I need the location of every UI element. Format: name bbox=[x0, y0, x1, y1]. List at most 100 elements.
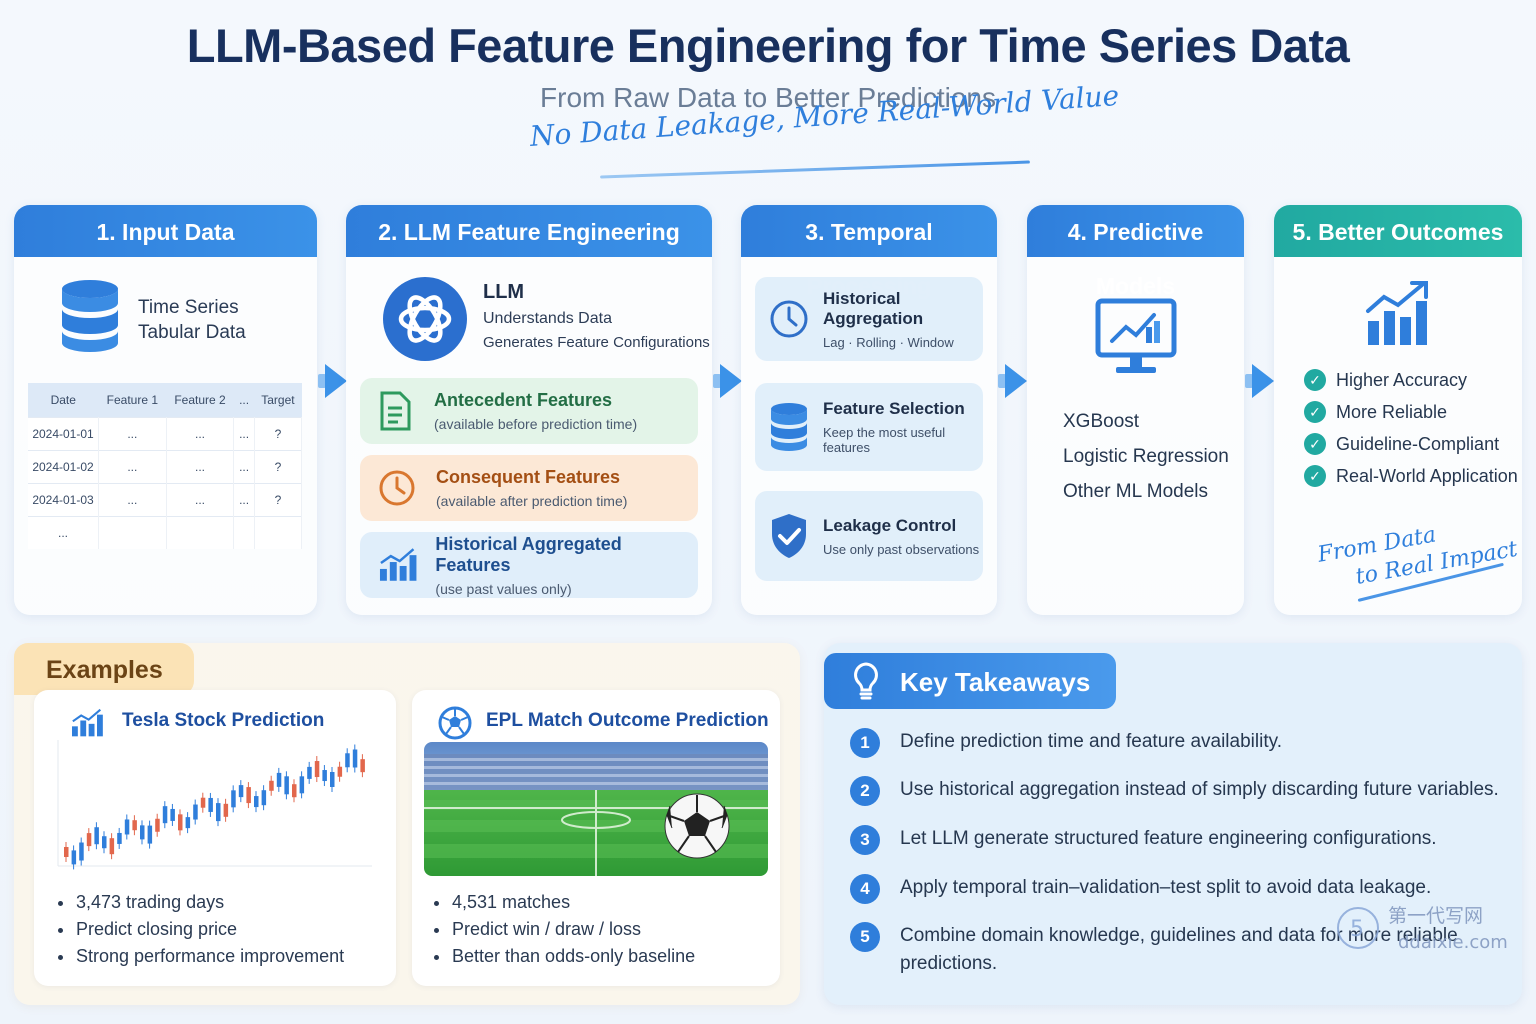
candle-body bbox=[231, 790, 236, 808]
leakage-control-title: Leakage Control bbox=[823, 515, 957, 535]
predictive-models-header: 4. Predictive Models bbox=[1027, 205, 1244, 299]
input-data-column: 1. Input Data Time Series Tabular Data D… bbox=[14, 205, 317, 615]
tesla-bullets: 3,473 trading days Predict closing price… bbox=[54, 889, 344, 970]
takeaway-text: Let LLM generate structured feature engi… bbox=[900, 828, 1437, 849]
candle-body bbox=[314, 761, 320, 778]
outcome-item: ✓Real-World Application bbox=[1304, 465, 1518, 487]
historical-sub: (use past values only) bbox=[435, 580, 572, 597]
takeaway-text: Use historical aggregation instead of si… bbox=[900, 779, 1499, 800]
table-header-cell: Target bbox=[254, 383, 302, 417]
clock-icon bbox=[770, 300, 808, 338]
candle-body bbox=[276, 772, 282, 787]
growth-chart-icon bbox=[1366, 281, 1428, 345]
table-cell: ? bbox=[254, 482, 303, 516]
temporal-processing-header: 3. Temporal Processing bbox=[741, 205, 997, 299]
bar-chart-icon bbox=[72, 708, 103, 737]
candle-body bbox=[178, 814, 183, 831]
consequent-sub: (available after prediction time) bbox=[436, 493, 628, 509]
takeaway-number: 2 bbox=[850, 776, 880, 806]
table-cell: 2024-01-02 bbox=[28, 449, 100, 483]
check-icon: ✓ bbox=[1304, 401, 1326, 423]
list-item: Better than odds-only baseline bbox=[430, 943, 695, 970]
examples-tab: Examples bbox=[14, 643, 194, 695]
llm-line1: Understands Data bbox=[483, 310, 612, 327]
takeaway-number: 4 bbox=[850, 874, 880, 904]
takeaway-text: Define prediction time and feature avail… bbox=[900, 731, 1282, 752]
lightbulb-icon bbox=[854, 662, 878, 700]
soccer-ball-icon bbox=[438, 706, 472, 740]
antecedent-features-card: Antecedent Features (available before pr… bbox=[360, 378, 698, 444]
outcome-item: ✓Higher Accuracy bbox=[1304, 369, 1518, 391]
takeaway-item: 2 Use historical aggregation instead of s… bbox=[850, 776, 1510, 806]
stadium-image bbox=[424, 742, 768, 876]
database-icon bbox=[771, 403, 807, 451]
llm-feature-header: 2. LLM Feature Engineering bbox=[346, 205, 712, 257]
candle-body bbox=[246, 787, 251, 804]
table-cell: ... bbox=[233, 416, 255, 450]
input-label-line1: Time Series bbox=[138, 297, 239, 318]
candlestick-chart bbox=[57, 740, 372, 870]
hist-agg-sub: Lag · Rolling · Window bbox=[823, 334, 954, 350]
table-header-cell: Date bbox=[28, 383, 99, 417]
table-cell: ... bbox=[28, 515, 100, 549]
check-icon: ✓ bbox=[1304, 369, 1326, 391]
better-outcomes-column: 5. Better Outcomes ✓Higher Accuracy ✓Mor… bbox=[1274, 205, 1522, 615]
candle-body bbox=[269, 780, 274, 791]
shield-check-icon bbox=[772, 514, 806, 558]
list-item: Strong performance improvement bbox=[54, 943, 344, 970]
candle-body bbox=[71, 850, 77, 865]
feature-selection-sub: Keep the most useful features bbox=[823, 425, 946, 455]
temporal-processing-column: 3. Temporal Processing Historical Aggreg… bbox=[741, 205, 997, 615]
candle-body bbox=[64, 847, 69, 857]
table-row: 2024-01-02.........? bbox=[28, 449, 303, 483]
check-icon: ✓ bbox=[1304, 433, 1326, 455]
svg-text:5: 5 bbox=[1350, 917, 1364, 942]
bar-chart-icon bbox=[379, 548, 417, 581]
page-subtitle: From Raw Data to Better Predictions bbox=[540, 82, 996, 113]
database-icon bbox=[62, 280, 118, 352]
table-row: 2024-01-01.........? bbox=[28, 416, 303, 450]
takeaway-text: Apply temporal train–validation–test spl… bbox=[900, 877, 1432, 898]
candle-body bbox=[330, 771, 335, 787]
tesla-title: Tesla Stock Prediction bbox=[122, 710, 325, 731]
table-cell: ... bbox=[98, 449, 167, 483]
better-outcomes-header: 5. Better Outcomes bbox=[1274, 205, 1522, 257]
candle-body bbox=[155, 818, 160, 832]
flow-arrow-1 bbox=[325, 364, 347, 398]
watermark-line2: ddaixie.com bbox=[1398, 932, 1508, 953]
table-cell: ... bbox=[166, 449, 235, 483]
feature-selection-title: Feature Selection bbox=[823, 399, 965, 418]
candle-body bbox=[345, 753, 350, 768]
candle-body bbox=[307, 766, 312, 779]
takeaway-number: 1 bbox=[850, 728, 880, 758]
candle-body bbox=[102, 836, 107, 849]
candle-body bbox=[238, 785, 244, 798]
watermark-line1: 第一代写网 bbox=[1388, 905, 1483, 927]
table-cell bbox=[233, 515, 255, 549]
input-label-line2: Tabular Data bbox=[138, 322, 246, 343]
candle-body bbox=[223, 803, 229, 817]
list-item: Predict win / draw / loss bbox=[430, 916, 695, 943]
candle-body bbox=[216, 803, 221, 822]
llm-feature-column: 2. LLM Feature Engineering LLM Understan… bbox=[346, 205, 712, 615]
table-row: ... bbox=[28, 515, 303, 549]
candle-body bbox=[292, 784, 297, 798]
page-title: LLM-Based Feature Engineering for Time S… bbox=[186, 19, 1350, 72]
candle-body bbox=[124, 819, 130, 835]
model-item: Logistic Regression bbox=[1063, 446, 1229, 467]
watermark-logo: 5 第一代写网 ddaixie.com bbox=[1337, 905, 1508, 953]
candle-body bbox=[352, 749, 358, 768]
candle-body bbox=[109, 838, 115, 855]
candle-body bbox=[79, 842, 84, 861]
llm-name: LLM bbox=[483, 281, 525, 303]
epl-example-card: EPL Match Outcome Prediction bbox=[412, 690, 780, 986]
monitor-chart-icon bbox=[1095, 298, 1177, 373]
hist-agg-title: Historical Aggregation bbox=[823, 288, 924, 328]
historical-features-card: Historical Aggregated Features (use past… bbox=[360, 532, 698, 598]
candle-body bbox=[86, 833, 92, 847]
flow-arrow-4 bbox=[1252, 364, 1274, 398]
takeaway-text: Combine domain knowledge, guidelines and… bbox=[900, 925, 1458, 974]
outcome-item: ✓Guideline-Compliant bbox=[1304, 433, 1518, 455]
